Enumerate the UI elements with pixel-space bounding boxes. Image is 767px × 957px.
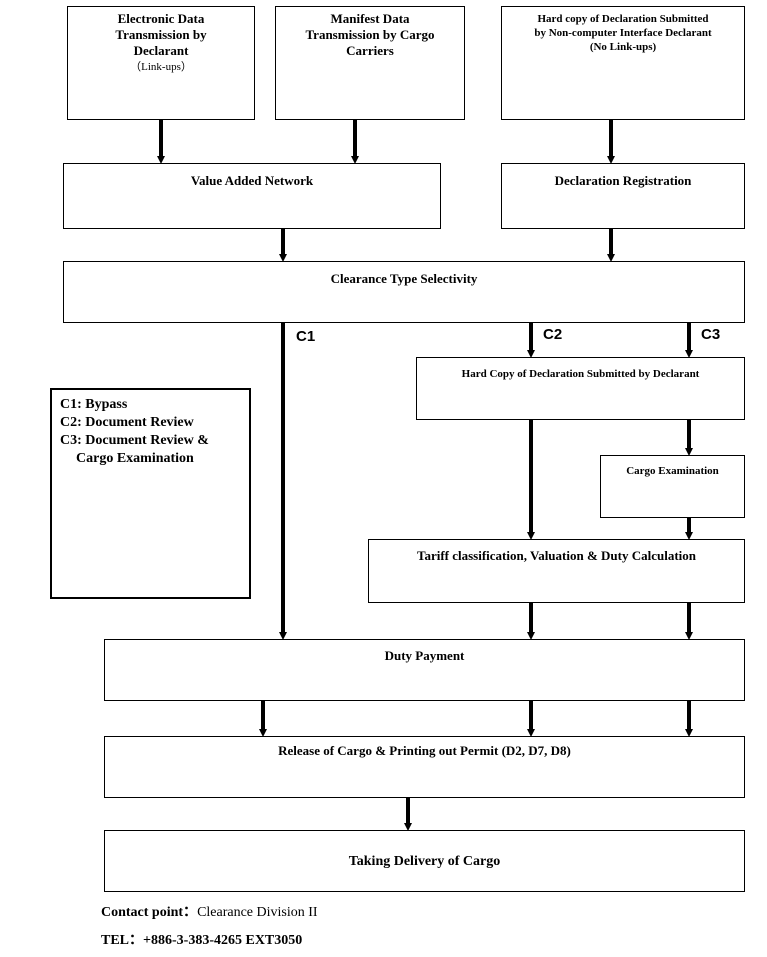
hardcopy-top-line2: by Non-computer Interface Declarant (534, 27, 712, 39)
legend-c1: C1: Bypass (60, 397, 128, 412)
taking-delivery-box: Taking Delivery of Cargo (104, 830, 745, 892)
contact-point-line: Contact point：Clearance Division II (101, 901, 318, 921)
hardcopy-top-box: Hard copy of Declaration Submitted by No… (501, 6, 745, 120)
hardcopy-top-line3: (No Link-ups) (589, 41, 657, 53)
tariff-classification-box: Tariff classification, Valuation & Duty … (368, 539, 745, 603)
tel-value: +886-3-383-4265 EXT3050 (143, 933, 303, 948)
tariff-label: Tariff classification, Valuation & Duty … (416, 548, 697, 563)
electronic-line1: Electronic Data (117, 11, 205, 26)
hardcopy-declarant-label: Hard Copy of Declaration Submitted by De… (461, 368, 700, 380)
electronic-data-box: Electronic Data Transmission by Declaran… (67, 6, 255, 120)
manifest-line2: Transmission by Cargo (305, 27, 435, 42)
cargo-exam-label: Cargo Examination (626, 465, 719, 477)
release-of-cargo-box: Release of Cargo & Printing out Permit (… (104, 736, 745, 798)
declaration-registration-box: Declaration Registration (501, 163, 745, 229)
selectivity-label: Clearance Type Selectivity (330, 271, 478, 286)
manifest-line3: Carriers (346, 43, 394, 58)
duty-payment-box: Duty Payment (104, 639, 745, 701)
legend-c3-cont: Cargo Examination (76, 451, 194, 466)
path-label-c3: C3 (701, 326, 721, 343)
electronic-line3: Declarant (133, 43, 189, 58)
legend-c3: C3: Document Review & (60, 433, 209, 448)
value-added-network-box: Value Added Network (63, 163, 441, 229)
contact-label: Contact point： (101, 905, 198, 920)
contact-value: Clearance Division II (197, 905, 318, 920)
manifest-data-box: Manifest Data Transmission by Cargo Carr… (275, 6, 465, 120)
hardcopy-declarant-box: Hard Copy of Declaration Submitted by De… (416, 357, 745, 420)
delivery-label: Taking Delivery of Cargo (348, 854, 501, 869)
legend-c2: C2: Document Review (60, 415, 194, 430)
clearance-type-selectivity-box: Clearance Type Selectivity (63, 261, 745, 323)
manifest-line1: Manifest Data (330, 11, 410, 26)
duty-payment-label: Duty Payment (384, 648, 465, 663)
registration-label: Declaration Registration (554, 173, 692, 188)
electronic-line4: （Link-ups） (130, 61, 192, 73)
electronic-line2: Transmission by (115, 27, 207, 42)
tel-label: TEL： (101, 933, 144, 948)
release-label: Release of Cargo & Printing out Permit (… (278, 743, 571, 758)
tel-line: TEL：+886-3-383-4265 EXT3050 (101, 929, 302, 949)
legend-box: C1: Bypass C2: Document Review C3: Docum… (50, 388, 251, 599)
hardcopy-top-line1: Hard copy of Declaration Submitted (537, 13, 709, 25)
path-label-c1: C1 (296, 328, 316, 345)
path-label-c2: C2 (543, 326, 563, 343)
van-label: Value Added Network (190, 173, 314, 188)
cargo-examination-box: Cargo Examination (600, 455, 745, 518)
